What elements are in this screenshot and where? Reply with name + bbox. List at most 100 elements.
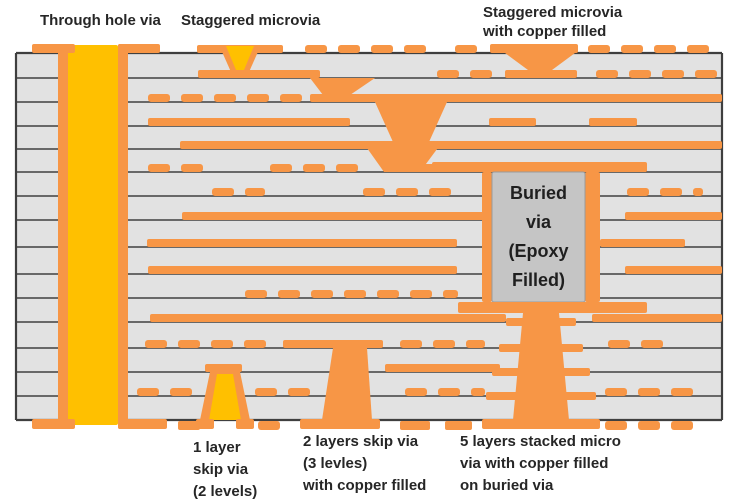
copper-pad-dash — [671, 388, 693, 396]
board-substrate — [16, 53, 722, 420]
copper-pad-dash — [433, 340, 455, 348]
skip-via-2layer-flange — [300, 419, 380, 429]
through-hole-via-left-wall — [58, 44, 68, 429]
copper-pad-dash — [660, 188, 682, 196]
label-2-layers-skip-via: 2 layers skip via (3 levles) with copper… — [303, 431, 426, 497]
copper-trace — [589, 118, 637, 126]
copper-trace — [148, 118, 350, 126]
label-line: (3 levles) — [303, 455, 368, 472]
through-hole-via-drill — [68, 45, 118, 425]
copper-trace — [198, 70, 320, 78]
label-staggered-microvia-filled: Staggered microvia with copper filled — [483, 3, 622, 41]
copper-pad-dash — [244, 340, 266, 348]
copper-pad-dash — [396, 188, 418, 196]
through-hole-via-cap — [32, 44, 75, 53]
copper-trace — [625, 266, 722, 274]
copper-pad-dash — [638, 421, 660, 430]
copper-trace — [180, 141, 722, 149]
label-buried-via: Buried via (Epoxy Filled) — [492, 179, 585, 295]
copper-pad-dash — [693, 188, 703, 196]
label-line: 2 layers skip via — [303, 433, 419, 450]
copper-pad-dash — [410, 290, 432, 298]
copper-pad-dash — [471, 388, 485, 396]
copper-pad-dash — [438, 388, 460, 396]
copper-trace — [489, 118, 536, 126]
copper-trace — [625, 212, 722, 220]
copper-pad-dash — [178, 340, 200, 348]
buried-via-left-wall — [482, 172, 492, 302]
copper-pad-dash — [371, 45, 393, 53]
copper-pad-dash — [608, 340, 630, 348]
copper-pad-dash — [605, 388, 627, 396]
label-line: Staggered microvia — [483, 4, 623, 21]
label-1-layer-skip-via: 1 layer skip via (2 levels) — [193, 437, 257, 500]
copper-pad-dash — [278, 290, 300, 298]
label-staggered-microvia: Staggered microvia — [181, 12, 321, 29]
copper-pad-dash — [429, 188, 451, 196]
copper-pad-dash — [181, 164, 203, 172]
copper-pad-dash — [605, 421, 627, 430]
copper-trace — [178, 421, 200, 430]
label-line: with copper filled — [483, 23, 607, 40]
copper-pad-dash — [247, 94, 269, 102]
buried-via-top-cap — [432, 162, 647, 172]
copper-pad-dash — [344, 290, 366, 298]
label-line: via with copper filled — [460, 455, 609, 472]
label-5-layers-stacked-via: 5 layers stacked micro via with copper f… — [460, 431, 621, 497]
label-line: Filled) — [512, 270, 565, 290]
copper-pad-dash — [245, 290, 267, 298]
copper-trace — [592, 314, 722, 322]
copper-pad-dash — [148, 94, 170, 102]
copper-trace — [147, 239, 457, 247]
copper-pad-dash — [627, 188, 649, 196]
label-line: 1 layer — [193, 439, 241, 456]
copper-pad-dash — [170, 388, 192, 396]
copper-pad-dash — [654, 45, 676, 53]
copper-pad-dash — [470, 70, 492, 78]
skip-via-1layer-foot — [196, 419, 214, 429]
copper-pad-dash — [400, 340, 422, 348]
copper-pad-dash — [303, 164, 325, 172]
skip-via-1layer-foot — [236, 419, 254, 429]
skip-via-1layer-cap — [205, 364, 242, 372]
stacked-microvia-wing — [506, 318, 576, 326]
copper-pad-dash — [338, 45, 360, 53]
copper-trace — [445, 421, 472, 430]
buried-via-right-wall — [585, 172, 600, 302]
copper-pad-dash — [466, 340, 485, 348]
label-line: on buried via — [460, 477, 554, 494]
copper-pad-dash — [181, 94, 203, 102]
copper-trace — [310, 94, 722, 102]
copper-pad-dash — [588, 45, 610, 53]
label-line: (2 levels) — [193, 483, 258, 500]
copper-pad-dash — [305, 45, 327, 53]
copper-pad-dash — [596, 70, 618, 78]
filled-microvia-cap — [490, 44, 578, 53]
label-line: skip via — [193, 461, 249, 478]
copper-pad-dash — [638, 388, 660, 396]
copper-pad-dash — [336, 164, 358, 172]
copper-pad-dash — [443, 290, 458, 298]
copper-pad-dash — [212, 188, 234, 196]
copper-trace — [600, 239, 685, 247]
filled-microvia-foot — [505, 70, 577, 78]
skip-via-2layer-cap — [283, 340, 383, 348]
copper-pad-dash — [405, 388, 427, 396]
through-hole-via-cap — [32, 419, 75, 429]
copper-trace — [385, 364, 500, 372]
staggered-microvia-level3 — [375, 102, 447, 142]
staggered-microvia-level4 — [362, 141, 443, 172]
copper-pad-dash — [377, 290, 399, 298]
copper-pad-dash — [211, 340, 233, 348]
label-line: via — [525, 212, 552, 232]
staggered-microvia-level2 — [310, 78, 375, 95]
copper-pad-dash — [455, 45, 477, 53]
stacked-microvia-bottom-flange — [482, 419, 600, 429]
label-line: with copper filled — [303, 477, 427, 494]
buried-via-bottom-cap — [458, 302, 647, 313]
copper-trace — [182, 212, 484, 220]
copper-pad-dash — [404, 45, 426, 53]
copper-pad-dash — [621, 45, 643, 53]
copper-trace — [400, 421, 430, 430]
